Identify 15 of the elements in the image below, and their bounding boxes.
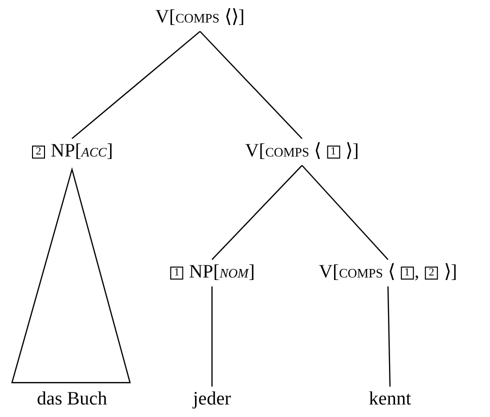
branch-line [211,286,213,387]
category-label: V[comps ⟨ 1, 2 ⟩] [318,262,458,284]
word-label: kennt [368,388,412,412]
branch-line [302,165,388,260]
word-label: das Buch [36,388,108,412]
category-label: 1 NP[nom] [169,262,255,284]
branch-line [72,30,200,140]
category-label: 2 NP[acc] [31,140,113,164]
branch-line [387,286,391,387]
word-label: jeder [193,388,231,412]
category-label: V[comps ⟨⟩] [155,6,245,30]
branch-line [200,30,302,140]
triangle-roof [11,167,131,384]
category-label: V[comps ⟨ 1 ⟩] [245,140,359,164]
branch-line [212,164,302,260]
